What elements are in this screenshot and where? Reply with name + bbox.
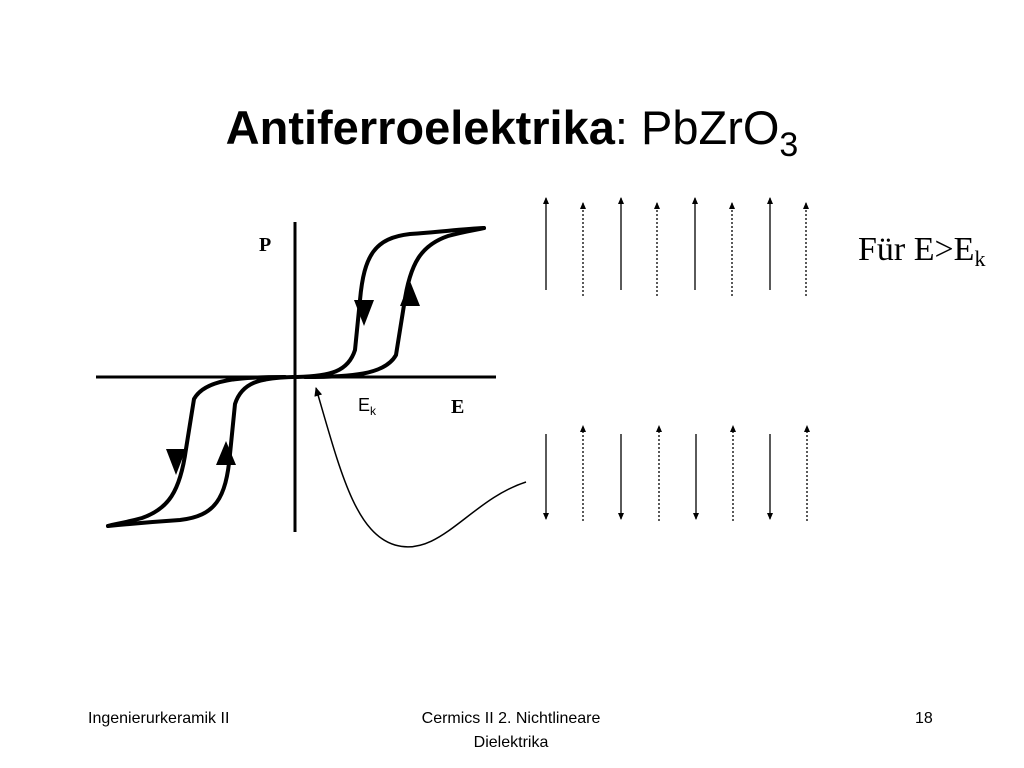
- title-rest: : PbZrO: [614, 101, 780, 154]
- arrow-down-positive-branch: [354, 300, 374, 326]
- arrow-down-negative-branch: [166, 449, 186, 475]
- ek-label-sub: k: [370, 404, 377, 418]
- ek-label: Ek: [358, 395, 377, 418]
- footer-chapter-line1: Cermics II 2. Nichtlineare: [421, 710, 601, 727]
- title-subscript: 3: [779, 126, 799, 164]
- condition-subscript: k: [974, 246, 986, 271]
- hysteresis-loop-negative: [106, 375, 295, 528]
- dipole-array-antiparallel: [543, 425, 810, 521]
- condition-text: Für E>E: [858, 231, 975, 268]
- title-bold: Antiferroelektrika: [225, 101, 615, 154]
- dipole-array-parallel: [543, 197, 809, 296]
- footer-chapter-line2: Dielektrika: [473, 734, 549, 751]
- ek-pointer-curve: [314, 387, 527, 548]
- footer-course: Ingenierurkeramik II: [88, 710, 230, 727]
- ek-label-main: E: [358, 395, 370, 415]
- slide-title: Antiferroelektrika: PbZrO3: [0, 98, 1024, 162]
- arrow-up-positive-branch: [400, 281, 420, 306]
- hysteresis-loop-positive: [295, 226, 486, 379]
- condition-label: Für E>Ek: [858, 230, 985, 270]
- axis-p-label: P: [259, 234, 271, 256]
- footer-page-number: 18: [915, 710, 933, 727]
- footer-chapter: Cermics II 2. Nichtlineare Dielektrika: [380, 707, 642, 755]
- arrow-up-negative-branch: [216, 441, 236, 465]
- axis-e-label: E: [451, 396, 464, 418]
